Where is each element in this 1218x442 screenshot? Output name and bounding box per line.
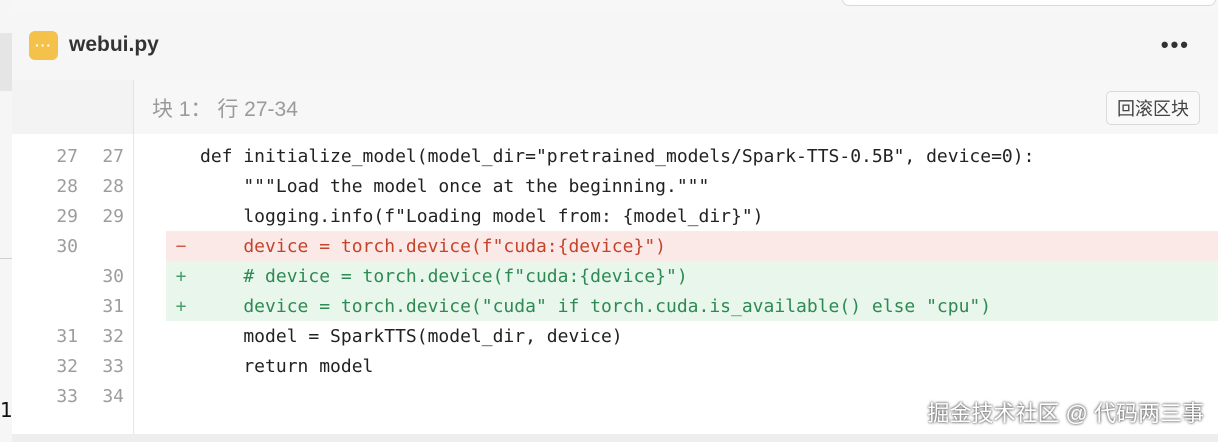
top-toolbar-strip — [12, 0, 1218, 10]
diff-line-context: 31 32 model = SparkTTS(model_dir, device) — [12, 321, 1218, 351]
old-line-number: 33 — [56, 386, 78, 407]
old-line-number: 28 — [56, 176, 78, 197]
new-line-number: 33 — [102, 356, 124, 377]
new-line-number: 28 — [102, 176, 124, 197]
diff-sign: + — [175, 266, 187, 287]
diff-line-context: 29 29 logging.info(f"Loading model from: … — [12, 201, 1218, 231]
diff-line-background — [166, 261, 1218, 291]
new-line-number: 27 — [102, 146, 124, 167]
hunk-gutter — [12, 80, 134, 134]
revert-hunk-button[interactable]: 回滚区块 — [1106, 91, 1200, 125]
diff-line-removed: 30 − device = torch.device(f"cuda:{device… — [12, 231, 1218, 261]
top-search-field[interactable] — [842, 0, 1216, 6]
new-line-number: 30 — [102, 266, 124, 287]
bottom-scroll-strip[interactable] — [12, 434, 1218, 442]
diff-line-added: 31 + device = torch.device("cuda" if torc… — [12, 291, 1218, 321]
python-file-icon: ··· — [29, 30, 58, 60]
diff-line-added: 30 + # device = torch.device(f"cuda:{devi… — [12, 261, 1218, 291]
diff-sign: − — [175, 236, 187, 257]
new-line-number: 31 — [102, 296, 124, 317]
old-line-number: 29 — [56, 206, 78, 227]
old-line-number: 30 — [56, 236, 78, 257]
left-panel-divider — [0, 258, 12, 259]
diff-sign: + — [175, 296, 187, 317]
code-text: """Load the model once at the beginning.… — [200, 176, 710, 197]
old-line-number: 32 — [56, 356, 78, 377]
watermark: 掘金技术社区 @ 代码两三事 — [927, 401, 1204, 426]
code-text: model = SparkTTS(model_dir, device) — [200, 326, 623, 347]
diff-line-background — [166, 231, 1218, 261]
hunk-label: 块 1： 行 27-34 — [152, 98, 298, 121]
code-text: device = torch.device("cuda" if torch.cu… — [200, 296, 992, 317]
diff-code-area: 27 27 def initialize_model(model_dir="pret… — [12, 134, 1218, 434]
diff-line-context: 27 27 def initialize_model(model_dir="pret… — [12, 141, 1218, 171]
diff-line-context: 33 34 — [12, 381, 1218, 411]
more-options-button[interactable]: ••• — [1160, 32, 1190, 57]
new-line-number: 34 — [102, 386, 124, 407]
old-line-number: 27 — [56, 146, 78, 167]
code-text: # device = torch.device(f"cuda:{device}"… — [200, 266, 688, 287]
diff-line-context: 32 33 return model — [12, 351, 1218, 381]
line-number-gutter — [12, 134, 134, 434]
code-text: return model — [200, 356, 374, 377]
new-line-number: 29 — [102, 206, 124, 227]
code-text: def initialize_model(model_dir="pretrain… — [200, 146, 1035, 167]
file-header: ··· webui.py ••• — [12, 10, 1218, 80]
new-line-number: 32 — [102, 326, 124, 347]
old-line-number: 31 — [56, 326, 78, 347]
hunk-header: 块 1： 行 27-34 回滚区块 — [12, 80, 1218, 134]
diff-line-context: 28 28 """Load the model once at the begin… — [12, 171, 1218, 201]
code-text: device = torch.device(f"cuda:{device}") — [200, 236, 666, 257]
code-text: logging.info(f"Loading model from: {mode… — [200, 206, 764, 227]
file-name: webui.py — [69, 33, 159, 56]
diff-line-background — [166, 291, 1218, 321]
left-panel-number: 1 — [0, 398, 13, 422]
left-panel-selection — [0, 33, 12, 91]
